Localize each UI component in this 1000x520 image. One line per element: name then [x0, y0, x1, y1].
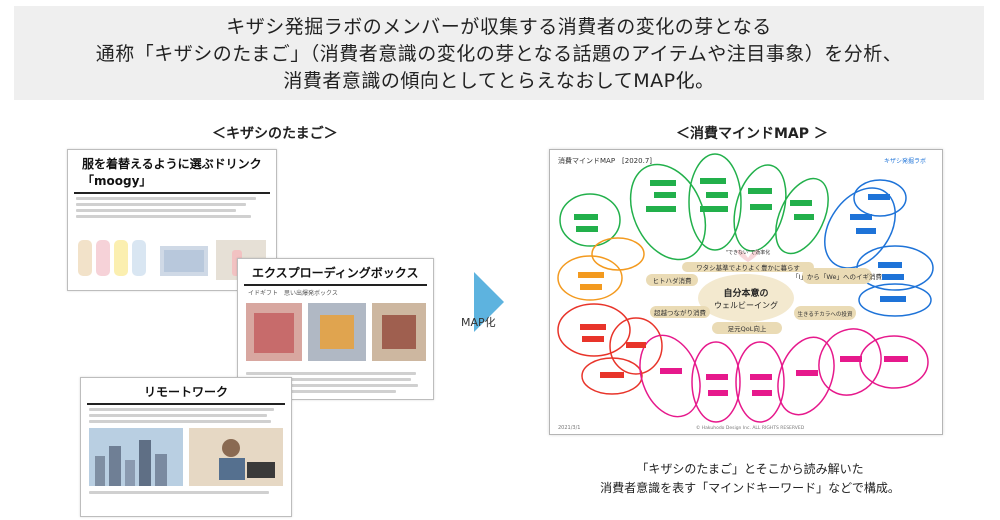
caption-line-1: 「キザシのたまご」とそこから読み解いた — [636, 462, 864, 476]
node-top-bg — [682, 262, 814, 272]
map-conversion-arrow-icon — [474, 272, 504, 332]
banner-line-1: キザシ発掘ラボのメンバーが収集する消費者の変化の芽となる — [226, 16, 772, 38]
node-topleft-label: ヒトハダ消費 — [653, 276, 693, 285]
map-caption: 「キザシのたまご」とそこから読み解いた 消費者意識を表す「マインドキーワード」な… — [560, 460, 940, 498]
node-topleft-bg — [646, 274, 698, 286]
node-bottom-label: 足元QoL向上 — [728, 324, 767, 333]
map-conversion-label: MAP化 — [461, 316, 496, 329]
right-section-title: ＜消費マインドMAP ＞ — [676, 126, 828, 142]
kizashi-card-remote-work: リモートワーク — [80, 377, 292, 517]
keyword-tags — [574, 178, 908, 396]
remote-work-photos — [89, 428, 283, 486]
header-banner: キザシ発掘ラボのメンバーが収集する消費者の変化の芽となる 通称「キザシのたまご」… — [14, 6, 984, 100]
map-header: 消費マインドMAP [2020.7] — [558, 156, 652, 165]
red-cluster — [557, 303, 663, 395]
green-cluster — [559, 153, 829, 261]
card-explosion-box-subtitle: イドギフト 思い出爆発ボックス — [248, 290, 338, 297]
node-right-label: 「I」から「We」へのイギ消費 — [792, 272, 882, 281]
consumer-mind-map: 消費マインドMAP [2020.7] キザシ発掘ラボ — [549, 149, 943, 435]
banner-line-3: 消費者意識の傾向としてとらえなおしてMAP化。 — [283, 70, 715, 92]
map-center-node — [698, 274, 794, 322]
kizashi-card-moogy: 服を着替えるように選ぶドリンク「moogy」 — [67, 149, 277, 291]
node-rightlow-label: 生きるチカラへの投資 — [798, 310, 853, 318]
node-right-bg — [802, 268, 872, 284]
map-logo: キザシ発掘ラボ — [884, 157, 926, 165]
card-remote-work-title: リモートワーク — [87, 378, 285, 405]
card-moogy-title: 服を着替えるように選ぶドリンク「moogy」 — [74, 150, 270, 194]
kizashi-card-explosion-box: エクスプローディングボックス イドギフト 思い出爆発ボックス — [237, 258, 434, 400]
caption-line-2: 消費者意識を表す「マインドキーワード」などで構成。 — [600, 481, 900, 495]
node-rightlow-bg — [794, 306, 856, 320]
node-left-label: 超越つながり消費 — [654, 308, 707, 317]
map-date: 2021/3/1 — [558, 425, 580, 431]
node-bottom-bg — [712, 322, 782, 334]
left-section-title: ＜キザシのたまご＞ — [212, 126, 338, 142]
explosion-box-photos — [246, 303, 426, 361]
moogy-bottles-image — [78, 240, 266, 280]
heart-icon — [737, 249, 759, 262]
card-explosion-box-title: エクスプローディングボックス — [244, 259, 427, 286]
map-footer: © Hakuhodo Design Inc. ALL RIGHTS RESERV… — [696, 424, 805, 431]
orange-cluster — [557, 237, 645, 301]
map-center-label-1: 自分本意の — [723, 287, 768, 299]
node-top-label: ワタシ基準でよりよく豊かに暮らす — [696, 263, 800, 272]
map-center-label-2: ウェルビーイング — [714, 300, 778, 310]
node-left-bg — [650, 306, 710, 318]
banner-line-2: 通称「キザシのたまご」（消費者意識の変化の芽となる話題のアイテムや注目事象）を分… — [95, 43, 903, 65]
node-heart-label: "できない"で効率化 — [726, 249, 771, 256]
